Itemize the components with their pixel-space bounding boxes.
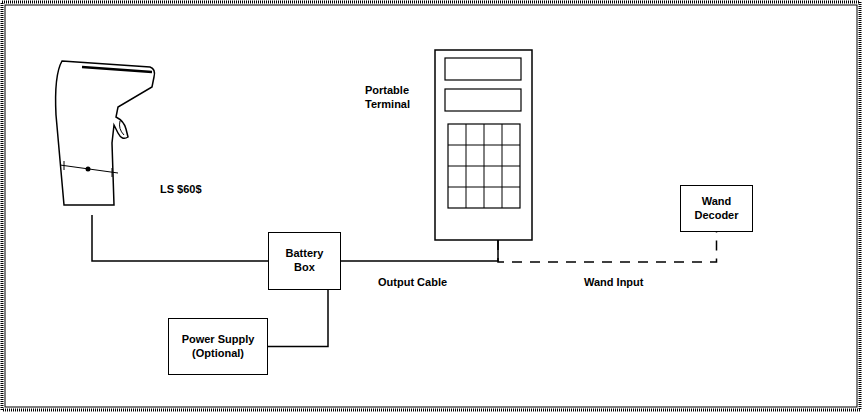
scanner-window-stripe [82,67,152,72]
cable-line [341,240,498,261]
scanner-node: LS $60$ [40,55,160,215]
keypad-grid-line [448,145,520,146]
scanner-band-tick [64,161,65,170]
keypad-grid-line [448,187,520,188]
cable-label: Output Cable [376,276,449,288]
terminal-keypad [448,124,520,208]
cable-line [498,232,717,262]
power-supply-box: Power Supply (Optional) [168,318,268,375]
keypad-grid-line [448,166,520,167]
cable-line [268,290,328,347]
terminal-display [445,58,521,80]
terminal-illustration [435,50,532,240]
scanner-trigger [120,121,125,135]
terminal-body [435,50,532,240]
scanner-illustration [56,61,155,205]
scanner-band-dot [86,167,91,172]
cable-line [92,215,268,261]
scanner-grip-band [60,165,118,173]
cable-label: Wand Input [582,276,645,288]
frame-inner-line [5,5,857,407]
decoder-box: Wand Decoder [680,185,753,232]
scanner-outline [56,61,155,205]
battery-box: Battery Box [268,232,341,290]
box-label: Power Supply (Optional) [176,333,260,361]
figure-label: Portable Terminal [365,84,429,112]
scanner-band-tick [112,168,113,177]
terminal-node: Portable Terminal [435,50,532,240]
box-label: Wand Decoder [688,195,745,223]
box-label: Battery Box [276,247,333,275]
figure-label: LS $60$ [160,183,230,197]
terminal-display [445,89,521,111]
